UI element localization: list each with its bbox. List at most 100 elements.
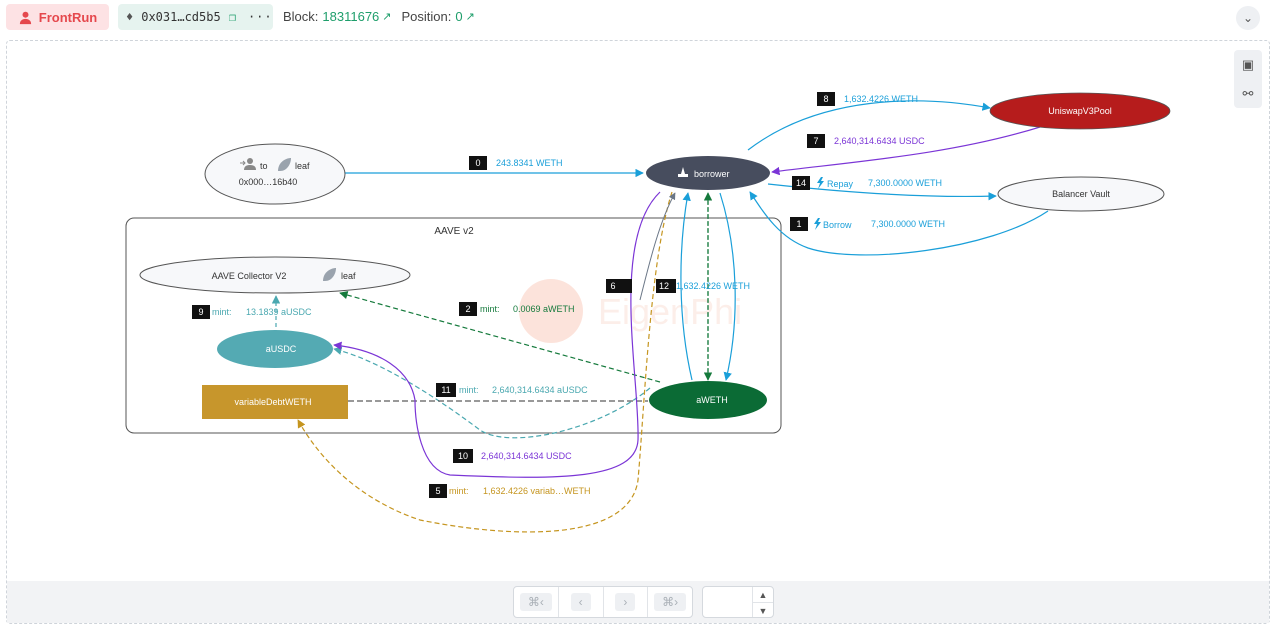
svg-text:0: 0: [475, 158, 480, 168]
block-info: Block: 18311676 ↗ Position: 0 ↗: [283, 9, 485, 24]
edge-12-line[interactable]: [680, 192, 693, 381]
svg-text:8: 8: [823, 94, 828, 104]
node-variable-debt[interactable]: variableDebtWETH: [202, 385, 348, 419]
svg-text:14: 14: [796, 178, 806, 188]
node-borrower[interactable]: borrower: [646, 156, 770, 190]
svg-text:2,640,314.6434 USDC: 2,640,314.6434 USDC: [834, 136, 925, 146]
node-collector[interactable]: AAVE Collector V2 leaf: [139, 256, 411, 294]
step-up-button[interactable]: ▲: [753, 587, 773, 603]
svg-text:7: 7: [813, 136, 818, 146]
svg-text:10: 10: [458, 451, 468, 461]
frontrun-badge-label: FrontRun: [38, 9, 98, 25]
first-step-button[interactable]: ⌘‹: [514, 587, 559, 617]
edge-label-1[interactable]: 1 Borrow 7,300.0000 WETH: [790, 217, 945, 231]
collector-leaf-label: leaf: [341, 271, 356, 281]
add-user-icon: [240, 158, 256, 170]
edge-12b-line[interactable]: [719, 192, 736, 381]
leaf-to-label: to: [260, 161, 268, 171]
edge-2-line[interactable]: [339, 290, 661, 383]
node-uniswap[interactable]: UniswapV3Pool: [989, 92, 1171, 130]
prev-step-button[interactable]: ‹: [559, 587, 604, 617]
edge-8-line[interactable]: [747, 100, 991, 151]
svg-text:2: 2: [465, 304, 470, 314]
external-link-icon[interactable]: ↗: [382, 11, 392, 23]
leaf-address: 0x000…16b40: [239, 177, 298, 187]
graph-canvas[interactable]: [6, 40, 1270, 624]
svg-text:0.0069 aWETH: 0.0069 aWETH: [513, 304, 575, 314]
leaf-icon: [278, 158, 291, 171]
edge-label-10[interactable]: 10 2,640,314.6434 USDC: [453, 449, 572, 463]
step-input-box: ▲ ▼: [702, 586, 774, 618]
step-spinner: ▲ ▼: [752, 587, 773, 617]
edge-overlap-text: 1,632.4226 WETH: [676, 281, 750, 291]
last-step-button[interactable]: ⌘›: [648, 587, 692, 617]
tx-hash[interactable]: 0x031…cd5b5: [141, 10, 221, 24]
svg-text:Borrow: Borrow: [823, 220, 852, 230]
svg-text:2,640,314.6434 USDC: 2,640,314.6434 USDC: [481, 451, 572, 461]
next-step-button[interactable]: ›: [604, 587, 649, 617]
node-ausdc[interactable]: aUSDC: [217, 330, 333, 368]
chevron-right-icon: ›: [615, 593, 636, 611]
user-icon: [19, 11, 31, 24]
svg-text:13.1839 aUSDC: 13.1839 aUSDC: [246, 307, 312, 317]
svg-text:1,632.4226 variab…WETH: 1,632.4226 variab…WETH: [483, 486, 591, 496]
svg-text:7,300.0000 WETH: 7,300.0000 WETH: [868, 178, 942, 188]
edge-1-line[interactable]: [749, 191, 1049, 256]
edge-label-6[interactable]: 6: [606, 279, 632, 293]
block-number-link[interactable]: 18311676: [322, 9, 380, 24]
edge-label-12[interactable]: 12 1,632.4226 WETH: [656, 279, 750, 293]
aave-v2-group: [125, 217, 782, 434]
position-label: Position:: [401, 9, 452, 24]
external-link-icon[interactable]: ↗: [465, 11, 475, 23]
watermark-text: EigenPhi: [598, 291, 742, 332]
svg-text:2,640,314.6434 aUSDC: 2,640,314.6434 aUSDC: [492, 385, 588, 395]
edge-label-9[interactable]: 9 mint: 13.1839 aUSDC: [192, 305, 312, 319]
svg-text:1: 1: [796, 219, 801, 229]
collapse-button[interactable]: ⌄: [1236, 6, 1260, 30]
top-bar: FrontRun ♦ 0x031…cd5b5 ❐ ··· Block: 1831…: [0, 0, 1280, 36]
edge-10-line[interactable]: [333, 191, 661, 478]
balancer-label: Balancer Vault: [1052, 189, 1110, 199]
edge-label-8[interactable]: 8 1,632.4226 WETH: [817, 92, 918, 106]
image-icon[interactable]: ▣: [1241, 56, 1255, 72]
edge-label-11[interactable]: 11 mint: 2,640,314.6434 aUSDC: [436, 383, 588, 397]
svg-text:mint:: mint:: [480, 304, 500, 314]
step-input[interactable]: [703, 587, 753, 617]
step-navigation: ⌘‹ ‹ › ⌘›: [513, 586, 693, 618]
chevron-right-icon: ⌘›: [654, 593, 687, 611]
edge-label-0[interactable]: 0 243.8341 WETH: [469, 156, 563, 170]
copy-icon[interactable]: ❐: [228, 10, 236, 24]
borrower-icon: [678, 167, 688, 177]
edge-label-2[interactable]: 2 mint: 0.0069 aWETH: [459, 302, 575, 316]
edge-label-14[interactable]: 14 Repay 7,300.0000 WETH: [792, 176, 942, 190]
watermark: EigenPhi: [519, 279, 742, 343]
svg-text:9: 9: [198, 307, 203, 317]
svg-text:mint:: mint:: [212, 307, 232, 317]
edge-gray-line[interactable]: [639, 192, 676, 301]
ethereum-icon: ♦: [126, 10, 134, 24]
aweth-label: aWETH: [696, 395, 728, 405]
more-button[interactable]: ···: [247, 10, 273, 24]
chevron-left-icon: ⌘‹: [519, 593, 552, 611]
position-link[interactable]: 0: [455, 9, 463, 24]
step-down-button[interactable]: ▼: [758, 605, 768, 616]
edge-5-line[interactable]: [297, 191, 673, 533]
svg-text:5: 5: [435, 486, 440, 496]
svg-text:12: 12: [659, 281, 669, 291]
tx-hash-pill: ♦ 0x031…cd5b5 ❐ ···: [118, 4, 273, 30]
svg-text:6: 6: [610, 281, 615, 291]
chevrons-down-icon: ⌄: [1242, 11, 1254, 25]
svg-text:mint:: mint:: [459, 385, 479, 395]
svg-text:1,632.4226 WETH: 1,632.4226 WETH: [844, 94, 918, 104]
edge-label-5[interactable]: 5 mint: 1,632.4226 variab…WETH: [429, 484, 591, 498]
node-balancer[interactable]: Balancer Vault: [997, 176, 1165, 212]
frontrun-badge[interactable]: FrontRun: [6, 4, 109, 30]
uniswap-label: UniswapV3Pool: [1048, 106, 1112, 116]
node-leaf-to[interactable]: to leaf 0x000…16b40: [204, 143, 346, 205]
edge-7-line[interactable]: [771, 126, 1041, 176]
link-icon[interactable]: ⚯: [1242, 85, 1254, 101]
edge-label-7[interactable]: 7 2,640,314.6434 USDC: [807, 134, 925, 148]
node-aweth[interactable]: aWETH: [649, 381, 767, 419]
side-toolbar: ▣ ⚯: [1234, 50, 1262, 108]
